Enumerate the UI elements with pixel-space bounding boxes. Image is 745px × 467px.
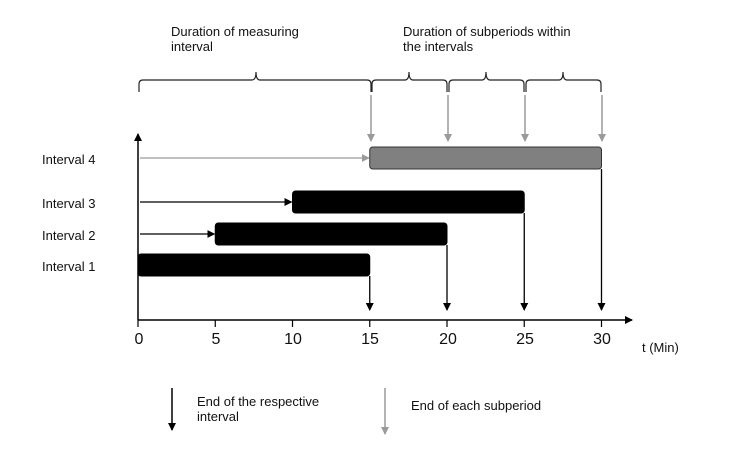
- tick-label-30: 30: [593, 331, 611, 348]
- legend-end-interval: End of the respective interval: [197, 394, 319, 424]
- subperiods-line-1: Duration of subperiods within: [403, 24, 571, 39]
- interval-label-3: Interval 3: [42, 196, 96, 211]
- subperiods-label: Duration of subperiods within the interv…: [403, 24, 571, 54]
- measuring-line-1: Duration of measuring: [171, 24, 299, 39]
- tick-label-25: 25: [516, 331, 534, 348]
- subperiods-line-2: the intervals: [403, 39, 474, 54]
- legend-end-interval-line-2: interval: [197, 409, 239, 424]
- interval-bars: [137, 146, 606, 311]
- tick-label-20: 20: [439, 331, 457, 348]
- tick-label-10: 10: [284, 331, 302, 348]
- x-axis-unit-label: t (Min): [642, 340, 679, 355]
- brace-sub-3: [525, 71, 602, 92]
- legend-end-interval-line-1: End of the respective: [197, 394, 320, 409]
- x-axis-ticks: [137, 320, 603, 327]
- interval-label-1: Interval 1: [42, 259, 96, 274]
- tick-label-0: 0: [134, 331, 144, 348]
- tick-label-5: 5: [211, 331, 221, 348]
- measuring-interval-label: Duration of measuring interval: [171, 24, 299, 54]
- brace-sub-1: [371, 71, 448, 92]
- brace-measuring: [138, 71, 372, 92]
- interval-bar: [292, 190, 525, 214]
- interval-label-2: Interval 2: [42, 228, 96, 243]
- interval-bar: [137, 253, 371, 277]
- legend-end-subperiod: End of each subperiod: [411, 398, 542, 413]
- tick-label-15: 15: [361, 331, 379, 348]
- measuring-line-2: interval: [171, 39, 213, 54]
- interval-bar: [369, 146, 602, 170]
- interval-label-4: Interval 4: [42, 152, 96, 167]
- brace-sub-2: [448, 71, 525, 92]
- interval-bar: [214, 222, 448, 246]
